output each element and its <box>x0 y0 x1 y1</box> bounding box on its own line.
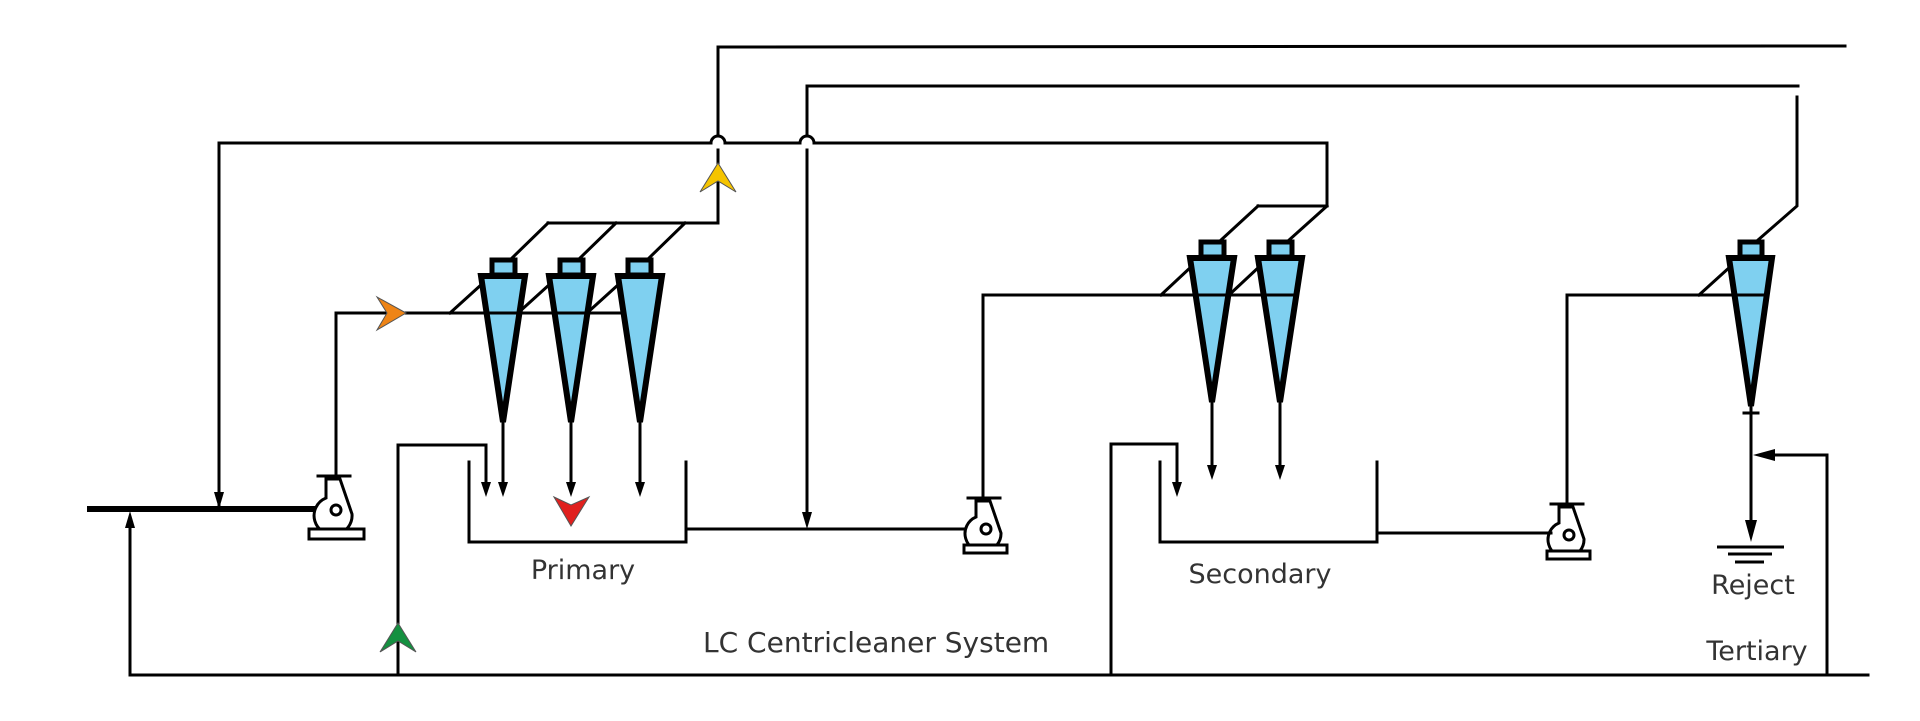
arrow-up-inlet-icon <box>125 511 135 528</box>
accept-header-lines <box>716 44 1847 243</box>
pump-2 <box>962 496 1009 555</box>
arrow-left-icon <box>1753 449 1775 461</box>
dilution-flow-arrow-icon <box>379 622 417 653</box>
inlet-and-white-water-lines <box>87 506 1870 677</box>
reject-flow-arrow-icon <box>552 495 591 527</box>
pump-1 <box>307 474 366 541</box>
feed-flow-arrow-icon <box>375 295 408 332</box>
arrow-down-dilution-icon <box>802 512 812 529</box>
primary-stage: Primary <box>334 220 968 677</box>
secondary-label: Secondary <box>1189 559 1332 590</box>
primary-cyclone-3 <box>614 257 666 497</box>
accept-flow-arrow-icon <box>699 162 737 193</box>
primary-cyclone-1 <box>477 257 529 497</box>
secondary-tank <box>1158 460 1379 544</box>
secondary-cyclone-1 <box>1186 239 1238 480</box>
reject-ground-icon <box>1717 545 1784 564</box>
tertiary-label: Tertiary <box>1705 636 1807 667</box>
tertiary-cyclone <box>1725 239 1776 542</box>
primary-cyclone-2 <box>545 257 597 497</box>
tertiary-stage: Reject Tertiary <box>1565 239 1829 677</box>
primary-tank <box>467 460 688 544</box>
pump-3 <box>1545 502 1592 561</box>
arrow-down-inlet-icon <box>214 492 224 509</box>
secondary-cyclone-2 <box>1254 239 1306 480</box>
system-title: LC Centricleaner System <box>703 626 1049 659</box>
secondary-stage: Secondary <box>981 203 1553 677</box>
primary-label: Primary <box>531 555 635 586</box>
reject-label: Reject <box>1711 570 1795 601</box>
